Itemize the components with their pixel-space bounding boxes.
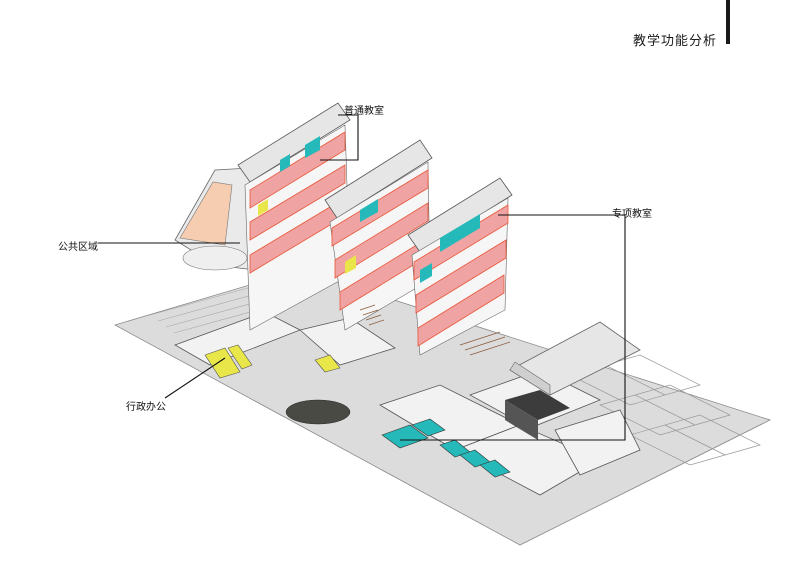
label-special-classroom: 专项教室 — [612, 209, 652, 220]
title-bar — [726, 0, 730, 44]
label-admin-office: 行政办公 — [126, 402, 166, 413]
leader-admin-office — [164, 357, 226, 399]
page-title: 教学功能分析 — [632, 34, 717, 49]
leader-general-classroom — [320, 114, 359, 161]
classroom-wing-3 — [407, 177, 513, 356]
stair — [359, 304, 511, 356]
label-public-area: 公共区域 — [58, 242, 98, 253]
pond — [285, 399, 351, 425]
label-general-classroom: 普通教室 — [344, 106, 384, 117]
leader-special-classroom — [400, 214, 626, 441]
gym-block — [505, 390, 570, 420]
admin-office-rooms — [204, 344, 341, 379]
gym-block-side — [505, 400, 538, 440]
leader-lines — [98, 114, 626, 441]
public-area-void — [182, 245, 248, 271]
special-classroom-rooms — [381, 418, 511, 478]
sports-courts — [569, 354, 761, 466]
classroom-wing-1 — [237, 102, 351, 331]
classroom-wing-2 — [324, 139, 433, 331]
special-wing-side — [509, 361, 551, 396]
